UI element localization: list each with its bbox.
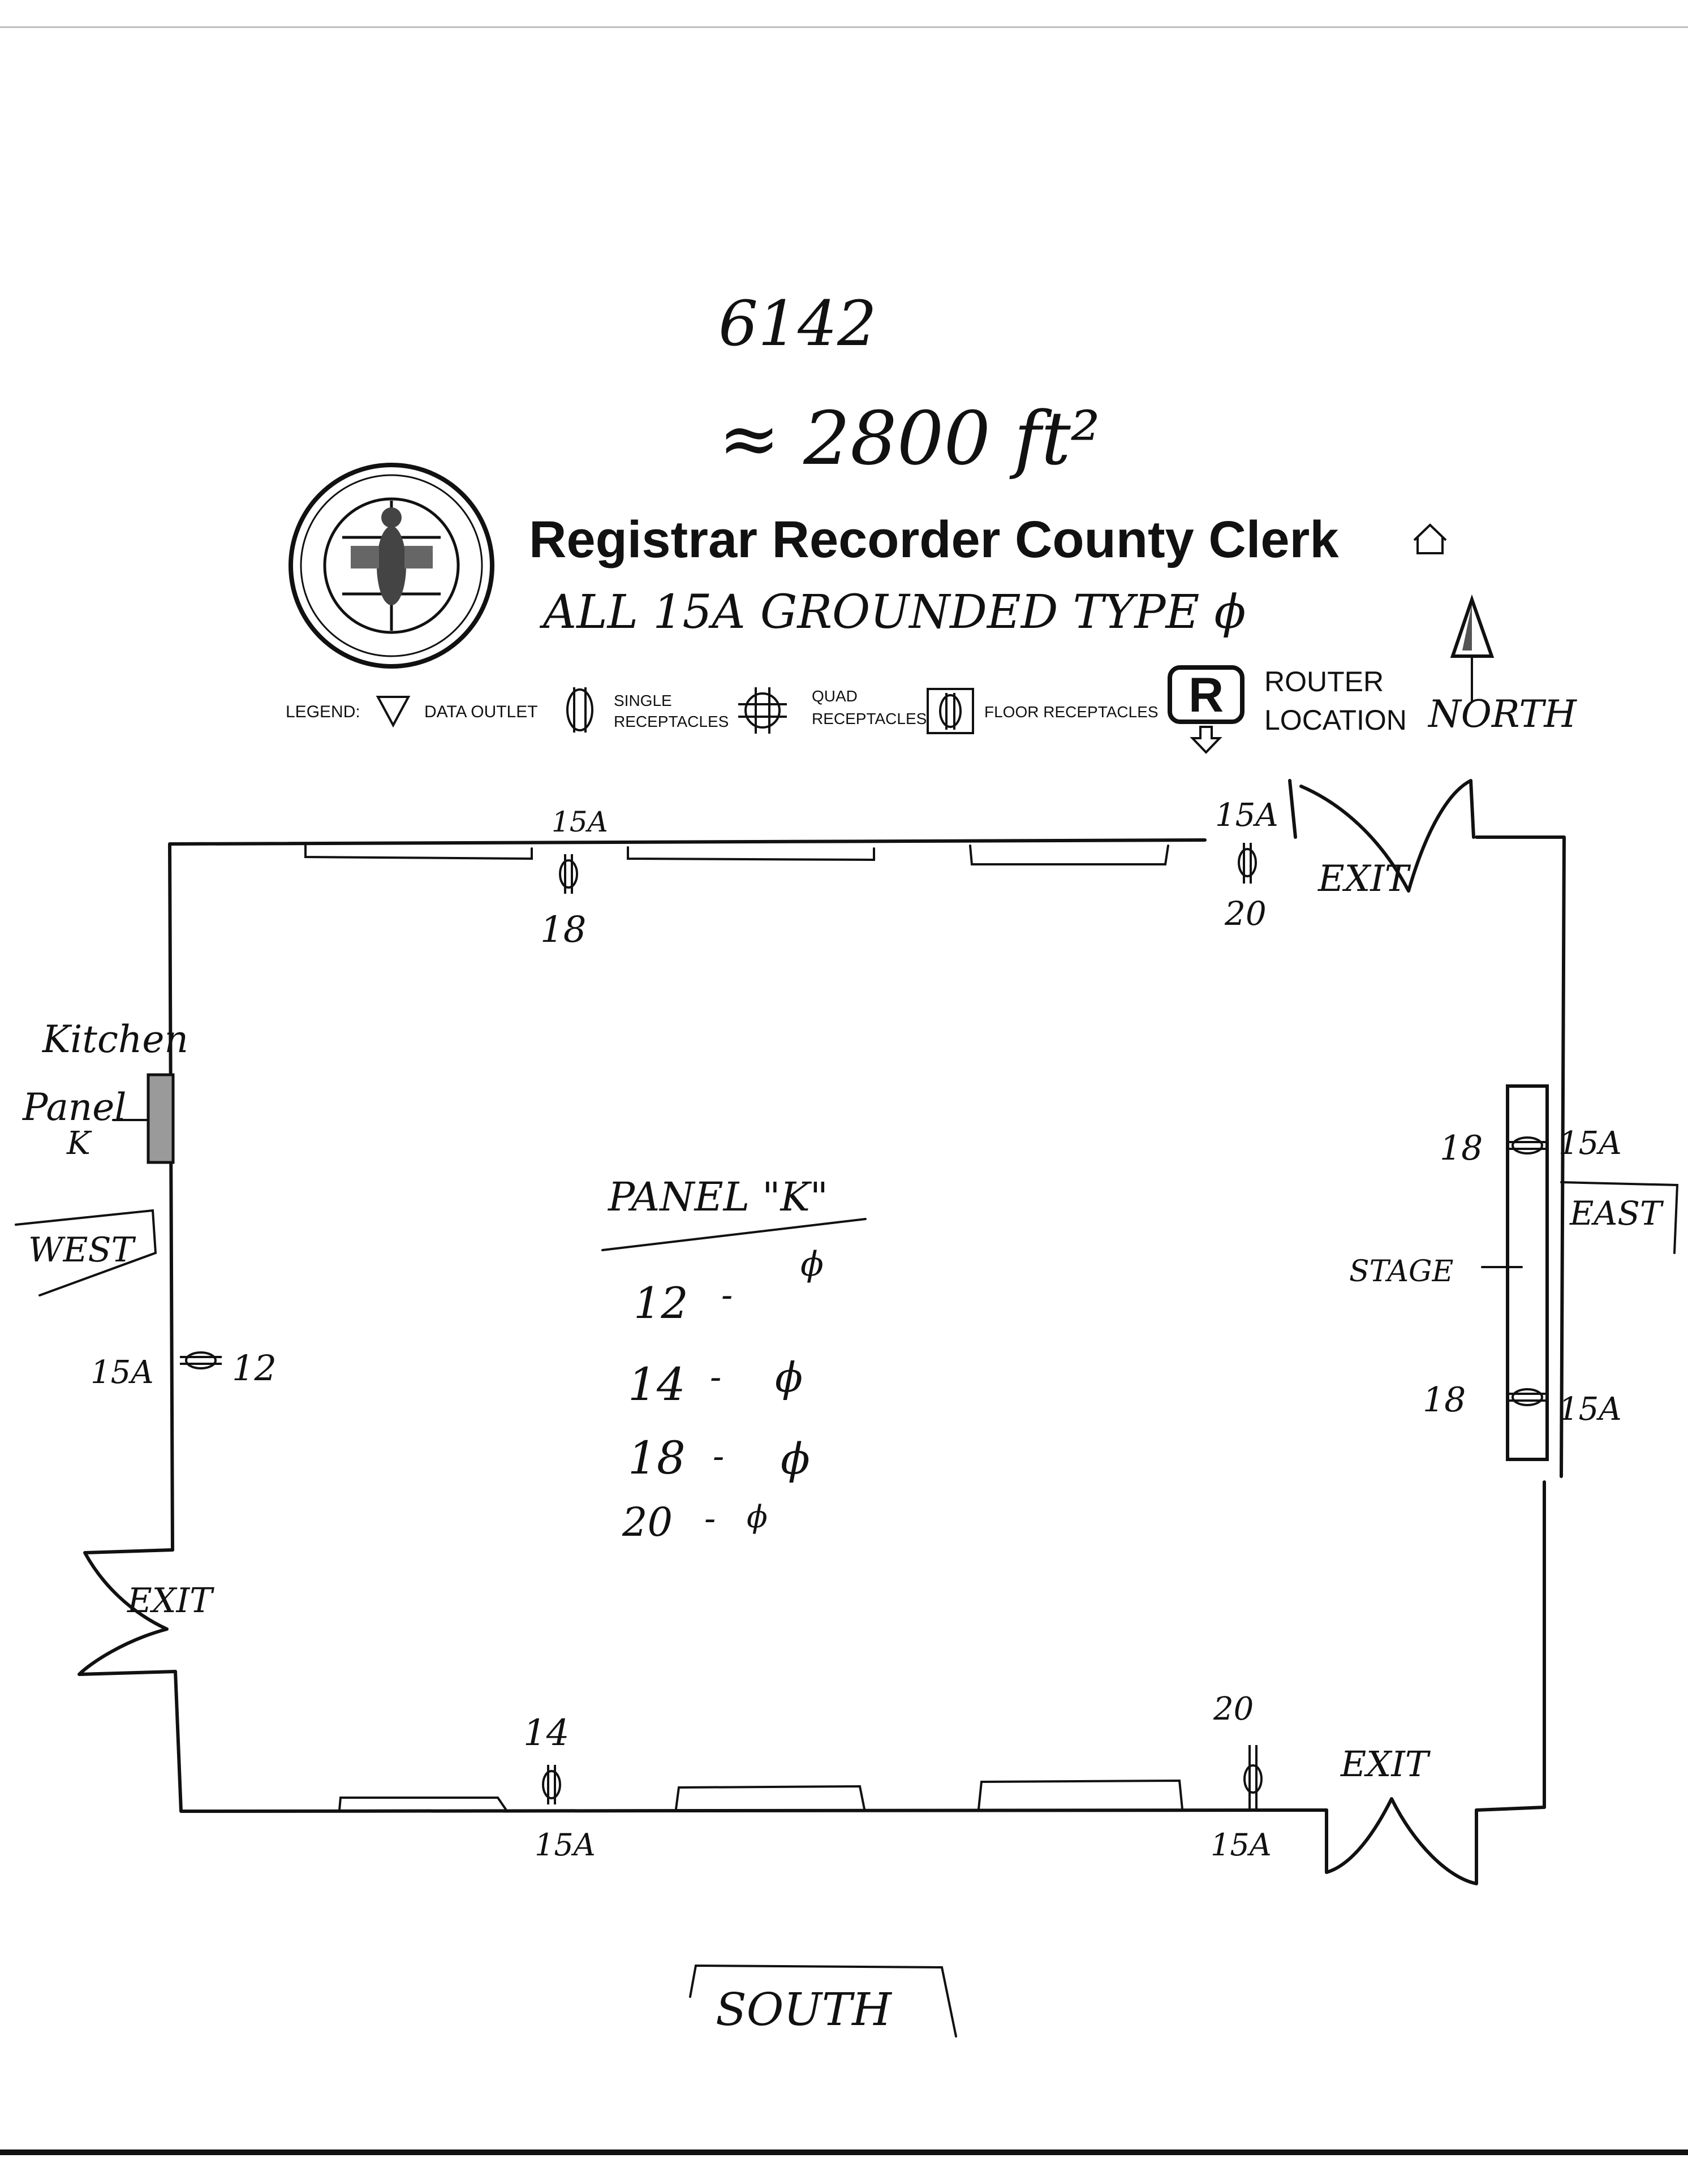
receptacle-north-left-amps: 15A <box>552 805 608 838</box>
single-receptacle-north-left <box>559 854 578 894</box>
east-label: EAST <box>1569 1194 1664 1233</box>
single-receptacle-north-right <box>1238 843 1257 884</box>
room-number: 6142 <box>718 287 877 360</box>
panel-k-row-circuit: 12 <box>634 1278 688 1328</box>
exit-door-ne <box>1288 779 1475 893</box>
south-label: SOUTH <box>716 1983 893 2036</box>
south-windows <box>338 1779 1183 1811</box>
legend-quad-line1: QUAD <box>812 687 858 705</box>
panel-k-underline <box>601 1218 867 1251</box>
panel-k-row-dash: - <box>721 1276 733 1315</box>
panel-k-row-circuit: 20 <box>622 1499 673 1545</box>
exit-label-ne: EXIT <box>1317 858 1411 900</box>
receptacle-south-left-amps: 15A <box>535 1827 596 1863</box>
panel-k-title: PANEL "K" <box>607 1174 828 1220</box>
receptacle-east-upper-amps: 15A <box>1558 1125 1622 1162</box>
single-receptacle-west <box>180 1351 222 1369</box>
exit-label-w: EXIT <box>127 1581 214 1621</box>
legend-single-line2: RECEPTACLES <box>614 713 729 730</box>
stage-label: STAGE <box>1349 1255 1454 1289</box>
receptacle-north-right-amps: 15A <box>1215 797 1278 834</box>
legend: LEGEND: DATA OUTLET SINGLE RECEPTACLES Q… <box>286 594 1577 754</box>
panel-k-row-symbol: ϕ <box>800 1244 824 1284</box>
floor-receptacle-icon <box>927 688 974 734</box>
receptacle-east-upper-circuit: 18 <box>1440 1128 1483 1168</box>
legend-label: LEGEND: <box>286 703 360 721</box>
panel-k-key: PANEL "K" 12 - ϕ 14 - ϕ 18 - ϕ 20 - ϕ <box>601 1174 867 1545</box>
west-label-box <box>15 1209 157 1296</box>
legend-quad-line2: RECEPTACLES <box>812 710 927 727</box>
single-receptacle-east-lower <box>1506 1388 1549 1406</box>
receptacle-south-left-circuit: 14 <box>523 1712 569 1754</box>
panel-k-row-symbol: ϕ <box>775 1354 803 1401</box>
room-walls <box>168 835 1566 1813</box>
panel-k-row-dash: - <box>713 1437 724 1476</box>
exit-door-se <box>1325 1797 1478 1885</box>
receptacle-west-amps: 15A <box>91 1354 154 1391</box>
panel-k-row-dash: - <box>710 1358 721 1397</box>
west-label: WEST <box>28 1230 136 1270</box>
room-area: ≈ 2800 ft² <box>718 395 1100 481</box>
legend-data-outlet-label: DATA OUTLET <box>424 703 538 721</box>
home-icon <box>1413 523 1447 554</box>
single-receptacle-south-left <box>542 1765 561 1804</box>
legend-single-line1: SINGLE <box>614 692 672 709</box>
north-windows <box>304 845 1169 865</box>
single-receptacle-south-right <box>1243 1745 1263 1810</box>
receptacle-east-lower-circuit: 18 <box>1423 1380 1466 1420</box>
single-receptacle-east-upper <box>1506 1136 1549 1155</box>
north-label: NORTH <box>1427 692 1577 736</box>
stage <box>1481 1084 1549 1461</box>
receptacle-north-right-circuit: 20 <box>1224 894 1267 933</box>
router-symbol: R <box>1189 668 1224 722</box>
receptacle-south-right-circuit: 20 <box>1213 1691 1254 1728</box>
grounded-note: ALL 15A GROUNDED TYPE ϕ <box>539 585 1246 639</box>
county-seal-logo <box>288 463 494 669</box>
receptacle-north-left-circuit: 18 <box>540 909 586 951</box>
panel-k-row-dash: - <box>704 1499 716 1539</box>
legend-floor-label: FLOOR RECEPTACLES <box>984 703 1159 721</box>
single-receptacle-icon <box>566 687 593 733</box>
receptacle-south-right-amps: 15A <box>1211 1827 1272 1863</box>
kitchen-panel-line2: Panel <box>22 1085 126 1129</box>
page-title: Registrar Recorder County Clerk <box>529 511 1339 568</box>
router-icon: R <box>1168 665 1245 754</box>
exit-label-se: EXIT <box>1340 1743 1431 1785</box>
south-label-box <box>689 1964 957 2037</box>
receptacle-east-lower-amps: 15A <box>1558 1391 1622 1428</box>
east-label-box <box>1560 1181 1679 1254</box>
legend-router-line1: ROUTER <box>1264 666 1384 697</box>
panel-k-row-circuit: 18 <box>628 1432 686 1484</box>
north-arrow-icon <box>1450 594 1495 703</box>
kitchen-panel-line3: K <box>66 1125 92 1162</box>
panel-k-row-symbol: ϕ <box>747 1499 768 1535</box>
panel-k-row-symbol: ϕ <box>781 1433 810 1484</box>
quad-receptacle-icon <box>738 687 787 734</box>
kitchen-electrical-panel <box>112 1073 175 1164</box>
legend-router-line2: LOCATION <box>1264 704 1407 736</box>
data-outlet-triangle-icon <box>376 696 411 728</box>
exit-door-w <box>77 1548 177 1676</box>
kitchen-panel-line1: Kitchen <box>42 1018 188 1061</box>
receptacle-west-circuit: 12 <box>232 1347 277 1389</box>
panel-k-row-circuit: 14 <box>628 1358 686 1411</box>
